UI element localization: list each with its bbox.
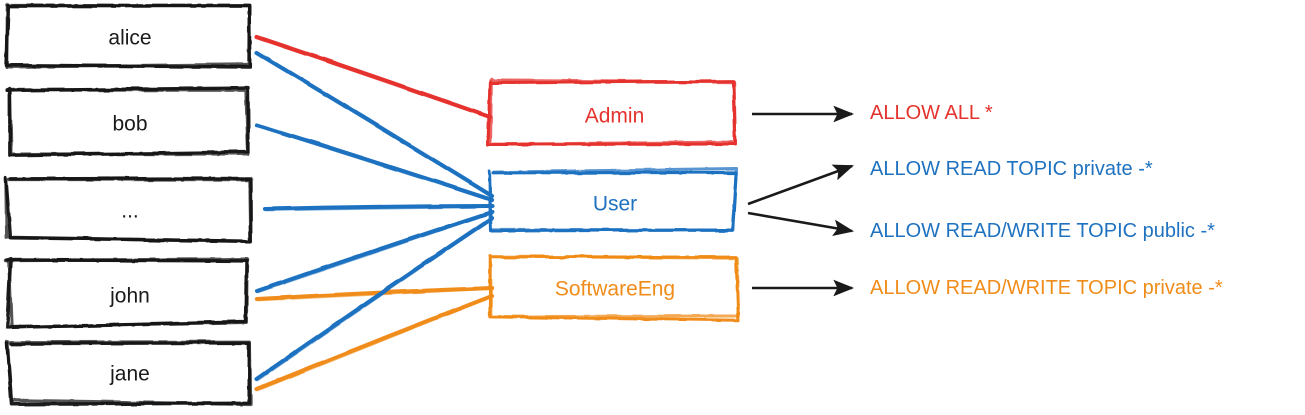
link-alice-user — [254, 50, 495, 199]
link-bob-user — [254, 122, 495, 203]
link-ellipsis-user — [262, 203, 495, 212]
user-nodes: alice bob... john jane — [3, 2, 253, 407]
user-node-jane[interactable]: jane — [5, 339, 253, 407]
link-john-user — [254, 209, 495, 294]
user-box-bob — [5, 86, 251, 157]
link-alice-admin — [254, 34, 493, 120]
user-label-alice: alice — [108, 27, 151, 50]
perm-read-private: ALLOW READ TOPIC private -* — [870, 158, 1153, 180]
perm-allow-all: ALLOW ALL * — [870, 102, 993, 124]
role-label-user: User — [593, 193, 637, 216]
user-label-john: john — [109, 285, 150, 308]
user-role-links — [254, 34, 495, 392]
link-jane-softwareeng — [254, 293, 495, 392]
role-permission-arrows — [747, 105, 855, 297]
user-node-john[interactable]: john — [3, 257, 249, 330]
user-box-john — [3, 257, 249, 330]
user-label-ellipsis: ... — [121, 200, 139, 223]
arrow-user-readprivate — [747, 164, 854, 206]
role-box-software_eng — [488, 253, 741, 322]
user-box-ellipsis — [4, 175, 253, 244]
role-box-user — [487, 166, 739, 233]
permission-labels: ALLOW ALL * ALLOW READ TOPIC private -* AL… — [870, 102, 1223, 299]
role-node-admin[interactable]: Admin — [486, 77, 737, 147]
role-box-admin — [486, 77, 737, 147]
user-node-ellipsis[interactable]: ... — [4, 175, 253, 244]
link-john-softwareeng — [254, 285, 495, 302]
role-label-software_eng: SoftwareEng — [555, 278, 675, 301]
arrow-user-readwritepublic — [747, 211, 855, 237]
user-node-bob[interactable]: bob — [5, 86, 251, 157]
role-node-software_eng[interactable]: SoftwareEng — [488, 253, 741, 322]
link-jane-user — [254, 215, 495, 382]
role-node-user[interactable]: User — [487, 166, 739, 233]
user-box-jane — [5, 339, 253, 407]
user-label-bob: bob — [112, 113, 147, 136]
perm-readwrite-public: ALLOW READ/WRITE TOPIC public -* — [870, 220, 1215, 242]
user-box-alice — [4, 2, 253, 69]
role-label-admin: Admin — [585, 105, 645, 128]
user-label-jane: jane — [109, 363, 150, 386]
perm-readwrite-private: ALLOW READ/WRITE TOPIC private -* — [870, 277, 1223, 299]
user-node-alice[interactable]: alice — [4, 2, 253, 69]
